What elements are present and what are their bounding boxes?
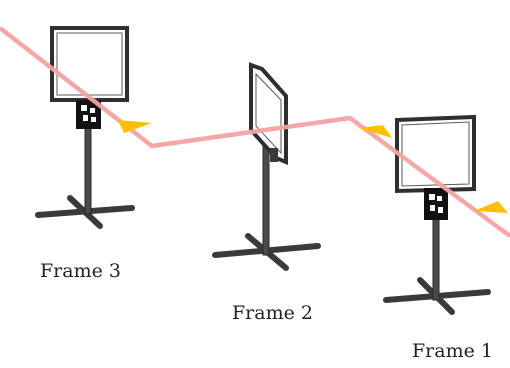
arrow-icon xyxy=(358,125,392,138)
frame-1-panel xyxy=(395,114,476,194)
frame-3-panel xyxy=(50,26,129,102)
frame-1-post xyxy=(432,215,440,301)
frame-3-label: Frame 3 xyxy=(40,260,121,282)
frame-1-marker-icon xyxy=(424,188,448,220)
arrow-icon xyxy=(118,120,152,133)
arrow-icon xyxy=(474,201,508,213)
frame-2 xyxy=(212,62,321,271)
frame-1 xyxy=(383,114,491,315)
frame-2-post xyxy=(262,144,270,256)
frame-1-label: Frame 1 xyxy=(412,340,493,362)
frame-3-post xyxy=(84,127,92,215)
frame-3 xyxy=(35,26,135,229)
frame-2-label: Frame 2 xyxy=(232,302,313,324)
beam-path xyxy=(0,26,510,238)
